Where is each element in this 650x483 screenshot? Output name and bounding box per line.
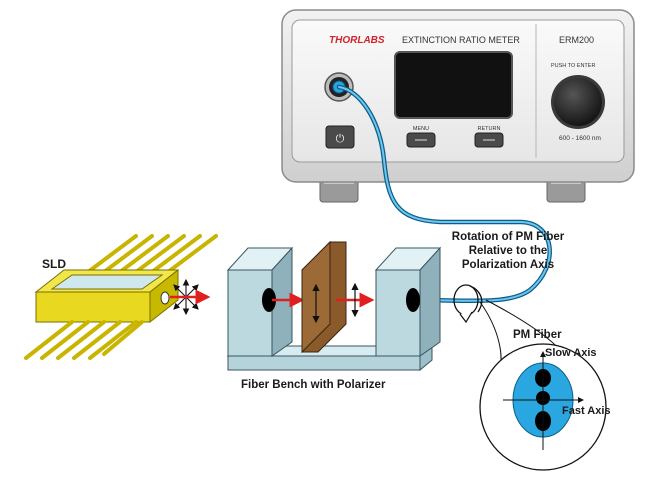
rotation-text-line2: Relative to the: [469, 245, 548, 257]
pm-fiber-label: PM Fiber: [513, 329, 562, 341]
fast-axis-label: Fast Axis: [562, 405, 611, 417]
fiber-bench-label: Fiber Bench with Polarizer: [241, 379, 386, 391]
rotation-text-line3: Polarization Axis: [462, 259, 554, 271]
brand-logo: THORLABS: [329, 35, 385, 46]
meter-model: ERM200: [559, 35, 594, 45]
rotation-text-line1: Rotation of PM Fiber: [452, 231, 565, 243]
sld-label: SLD: [42, 257, 66, 271]
wavelength-range: 600 - 1600 nm: [559, 135, 601, 142]
fiber-bench: [226, 246, 442, 372]
rotation-arrow: [453, 284, 483, 324]
power-button[interactable]: ⏻: [325, 125, 355, 149]
unpolarized-light-symbol: [173, 278, 199, 316]
menu-label: MENU: [413, 126, 429, 132]
slow-axis-label: Slow Axis: [545, 347, 597, 359]
meter-display: [394, 51, 513, 119]
return-label: RETURN: [478, 126, 501, 132]
knob-label: PUSH TO ENTER: [551, 63, 595, 69]
pm-fiber-cross-section: [479, 343, 607, 471]
extinction-ratio-meter: THORLABS EXTINCTION RATIO METER ERM200 P…: [281, 9, 635, 203]
meter-title: EXTINCTION RATIO METER: [402, 35, 520, 45]
sld-package: [24, 234, 218, 360]
svg-text:⏻: ⏻: [336, 132, 345, 145]
polarizer: [301, 240, 347, 354]
